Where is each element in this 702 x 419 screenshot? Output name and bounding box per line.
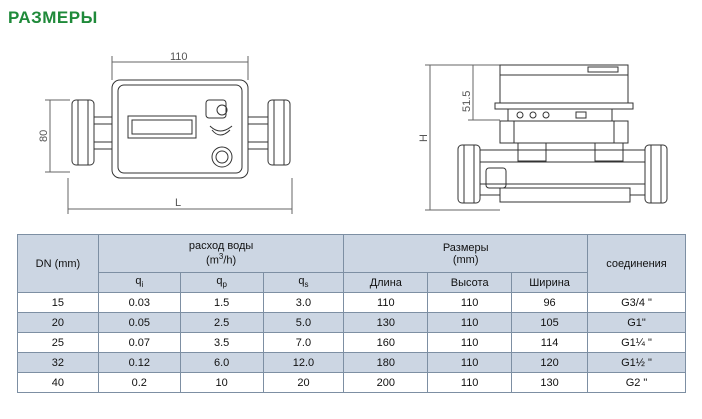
cell-qi: 0.03: [97, 292, 181, 313]
cell-length: 110: [343, 292, 429, 313]
cell-qp: 6.0: [179, 352, 264, 373]
header-connection: соединения: [587, 234, 686, 293]
cell-qp: 3.5: [179, 332, 264, 353]
table-row: 25 0.07 3.5 7.0 160 110 114 G1¼ ": [17, 332, 686, 353]
cell-qs: 20: [262, 372, 345, 393]
cell-qs: 7.0: [262, 332, 345, 353]
header-dimensions-label: Размеры: [442, 241, 489, 254]
cell-length: 160: [343, 332, 429, 353]
table-row: 20 0.05 2.5 5.0 130 110 105 G1": [17, 312, 686, 333]
table-row: 15 0.03 1.5 3.0 110 110 96 G3/4 ": [17, 292, 686, 313]
dim-label-80: 80: [38, 130, 50, 142]
cell-connection: G1": [587, 312, 686, 333]
header-dimensions-unit: (mm): [452, 253, 479, 266]
cell-width: 96: [511, 292, 589, 313]
cell-length: 180: [343, 352, 429, 373]
table-row: 40 0.2 10 20 200 110 130 G2 ": [17, 372, 686, 393]
cell-qs: 5.0: [262, 312, 345, 333]
dim-label-51-5: 51.5: [461, 91, 473, 112]
dimensions-table: DN (mm) расход воды (m3/h) Размеры (mm) …: [17, 234, 686, 393]
cell-dn: 15: [17, 292, 99, 313]
header-height: Высота: [427, 272, 513, 293]
header-dn: DN (mm): [17, 234, 99, 293]
cell-connection: G2 ": [587, 372, 686, 393]
cell-width: 105: [511, 312, 589, 333]
header-width: Ширина: [511, 272, 589, 293]
cell-width: 120: [511, 352, 589, 373]
cell-qp: 10: [179, 372, 264, 393]
cell-qi: 0.07: [97, 332, 181, 353]
cell-qs: 12.0: [262, 352, 345, 373]
cell-qi: 0.05: [97, 312, 181, 333]
dim-label-L: L: [175, 197, 181, 209]
section-title: РАЗМЕРЫ: [8, 8, 98, 27]
header-qi: qi: [97, 272, 181, 293]
cell-width: 130: [511, 372, 589, 393]
header-qs: qs: [262, 272, 345, 293]
table-row: 32 0.12 6.0 12.0 180 110 120 G1½ ": [17, 352, 686, 373]
cell-dn: 40: [17, 372, 99, 393]
cell-height: 110: [427, 332, 513, 353]
cell-width: 114: [511, 332, 589, 353]
cell-qi: 0.2: [97, 372, 181, 393]
header-flow-unit: (m3/h): [206, 252, 237, 267]
cell-length: 130: [343, 312, 429, 333]
cell-height: 110: [427, 372, 513, 393]
header-flow-label: расход воды: [188, 240, 254, 253]
dim-label-110: 110: [170, 51, 188, 63]
cell-connection: G1½ ": [587, 352, 686, 373]
cell-qs: 3.0: [262, 292, 345, 313]
cell-connection: G3/4 ": [587, 292, 686, 313]
header-length: Длина: [343, 272, 429, 293]
cell-dn: 20: [17, 312, 99, 333]
cell-height: 110: [427, 292, 513, 313]
cell-qp: 1.5: [179, 292, 264, 313]
meter-dimension-drawing: 110 80 L 51.5 H: [38, 51, 668, 214]
cell-qp: 2.5: [179, 312, 264, 333]
cell-qi: 0.12: [97, 352, 181, 373]
cell-connection: G1¼ ": [587, 332, 686, 353]
header-qp: qp: [179, 272, 264, 293]
cell-height: 110: [427, 352, 513, 373]
cell-length: 200: [343, 372, 429, 393]
cell-dn: 32: [17, 352, 99, 373]
header-dimensions: Размеры (mm): [343, 234, 589, 273]
header-flow: расход воды (m3/h): [97, 234, 345, 273]
dim-label-H: H: [418, 134, 430, 142]
cell-height: 110: [427, 312, 513, 333]
cell-dn: 25: [17, 332, 99, 353]
